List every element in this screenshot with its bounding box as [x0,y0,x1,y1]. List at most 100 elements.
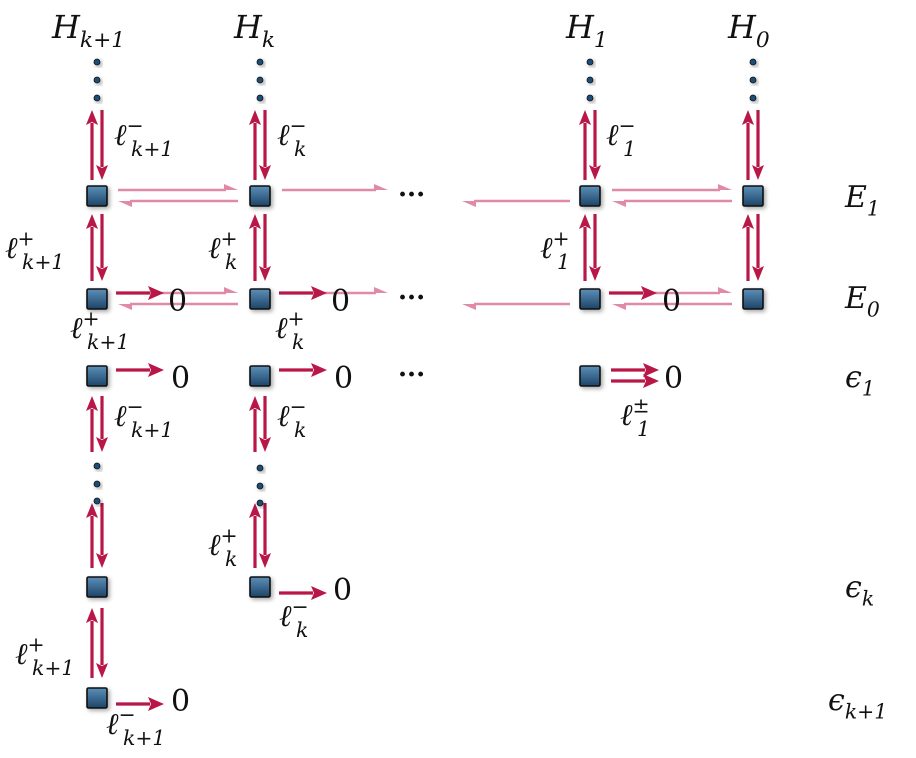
harrow-E1-h1-h0-right [612,184,732,192]
row-label-epsk1-base: ϵ [828,683,845,718]
row-label-E1: E1 [844,180,880,220]
zero-arrow-epsk-hk-head [311,586,327,600]
label-lm-k1-bot-sup: − [119,702,136,726]
label-lm-k1-top: ℓ−k+1 [114,113,173,160]
label-lm-k-mid-base: ℓ [277,399,290,434]
dots-top-h0-dot [749,76,757,84]
node-h0-E0 [742,288,764,310]
label-lpm-1-sup: ± [633,393,650,417]
label-lp-k-E-sub: k [225,250,237,274]
label-lm-k1-top-base: ℓ [114,118,127,153]
vpair-top-h1-down-head [589,165,601,180]
node-hk1-ek [86,576,108,598]
label-lm-k-top-base: ℓ [277,118,290,153]
dots-top-hk1-dot [93,94,101,102]
label-lm-k-bot: ℓ−k [279,594,309,641]
label-lm-k-mid: ℓ−k [277,394,307,441]
zero-E0-h1: 0 [662,284,681,319]
label-lm-k1-top-sup: − [127,113,144,137]
node-hk1-E0 [86,288,108,310]
vpair-top-hk-down [259,110,271,180]
label-lm-1-top-sup: − [619,113,636,137]
label-lp-k1-low-base: ℓ [15,637,28,672]
vpair-E-h0-up-head [742,214,754,229]
dots-top-h1-dot [586,58,594,66]
zero-eps1-hk1: 0 [171,361,190,396]
row-label-E0: E0 [844,281,880,321]
zero-arrow-eps1-hk [279,363,327,377]
vpair-low-hk1-up [86,503,98,568]
vpair-mid-hk1-down-head [96,437,108,452]
zero-eps1-h1: 0 [664,361,683,396]
row-label-E0-sub: 0 [867,297,880,321]
column-heading-h0: H0 [727,8,770,53]
zero-arrow-eps1-h1-a [611,363,659,377]
nodes-layer [86,185,764,709]
column-heading-h0-base: H [727,8,757,46]
dots-mid-hk-dot [256,482,264,490]
label-lp-k1-E-base: ℓ [5,231,18,266]
label-lp-k-0-sub: k [292,330,304,354]
label-lp-1-E-base: ℓ [540,231,553,266]
dots-top-h0-dot [749,94,757,102]
harrow-E1-h1-h0-left-head [612,201,626,207]
vpair-mid-hk-down-head [259,437,271,452]
label-lm-k-bot-base: ℓ [279,599,292,634]
label-lm-k-mid-sub: k [294,418,306,442]
node-hk1-E1 [86,185,108,207]
harrow-E0-h1-h0-left [612,302,732,310]
column-heading-hk1-base: H [51,8,81,46]
label-lp-k1-low: ℓ+k+1 [15,632,74,679]
row-label-epsk1-sub: k+1 [845,699,887,723]
harrow-E1-hk1-hk-right [118,184,238,192]
label-lp-k-low-sub: k [225,547,237,571]
zero-arrow-eps1-h1-b-head [643,374,659,388]
column-heading-h1-sub: 1 [594,28,608,53]
vpair-mid-hk1-up-head [86,396,98,411]
dots-mid-hk-dot [256,499,264,507]
row-label-epsk-sub: k [862,586,874,610]
vpair-E-h0-down [752,214,764,281]
zero-arrow-E0-hk1-head [148,286,164,300]
harrow-E0-hk1-hk-left [118,302,238,310]
label-lp-k1-0-sup: + [83,306,100,330]
label-lp-1-E: ℓ+1 [540,226,570,273]
harrow-E1-hk-dots-head [374,184,388,190]
vpair-top-hk1-up [86,110,98,180]
dots-top-hk [256,58,264,102]
vpair-top-h0-up-head [742,110,754,125]
dots-top-hk-dot [256,94,264,102]
label-lm-k1-bot-sub: k+1 [123,726,165,750]
harrow-E0-dots-h1-head [462,304,476,310]
column-heading-h0-sub: 0 [756,28,770,53]
row-label-eps1: ϵ1 [845,360,875,400]
label-lm-k1-mid-base: ℓ [114,399,127,434]
vpair-bot-hk1-up-head [86,608,98,623]
zero-arrow-eps1-hk1 [116,363,164,377]
harrow-E1-dots-h1 [462,199,570,207]
label-lpm-1-sub: 1 [637,417,650,441]
column-heading-hk1-sub: k+1 [80,28,125,53]
zero-E0-hk1: 0 [168,284,187,319]
vpair-low-hk-down-head [259,553,271,568]
vpair-low-hk1-down-head [96,553,108,568]
dots-top-hk1-dot [93,76,101,84]
vpair-E-hk1-down [96,214,108,281]
column-heading-hk: Hk [233,8,275,53]
zero-arrow-epsk1-hk1 [116,697,164,711]
vpair-bot-hk1-down-head [96,663,108,678]
dots-top-hk1-dot [93,58,101,66]
dots-top-h1 [586,58,594,102]
column-heading-hk-base: H [233,8,263,46]
dots-top-hk-dot [256,76,264,84]
dots-mid-hk1-dot [93,480,101,488]
ellipsis-E1: ··· [398,180,425,210]
dots-mid-hk1-dot [93,497,101,505]
vpair-mid-hk-up [249,396,261,452]
label-lp-k1-low-sup: + [28,632,45,656]
ellipsis-E0: ··· [398,283,425,313]
vpair-mid-hk1-down [96,396,108,452]
column-heading-hk-sub: k [262,28,275,53]
vpair-E-h1-down [589,214,601,281]
